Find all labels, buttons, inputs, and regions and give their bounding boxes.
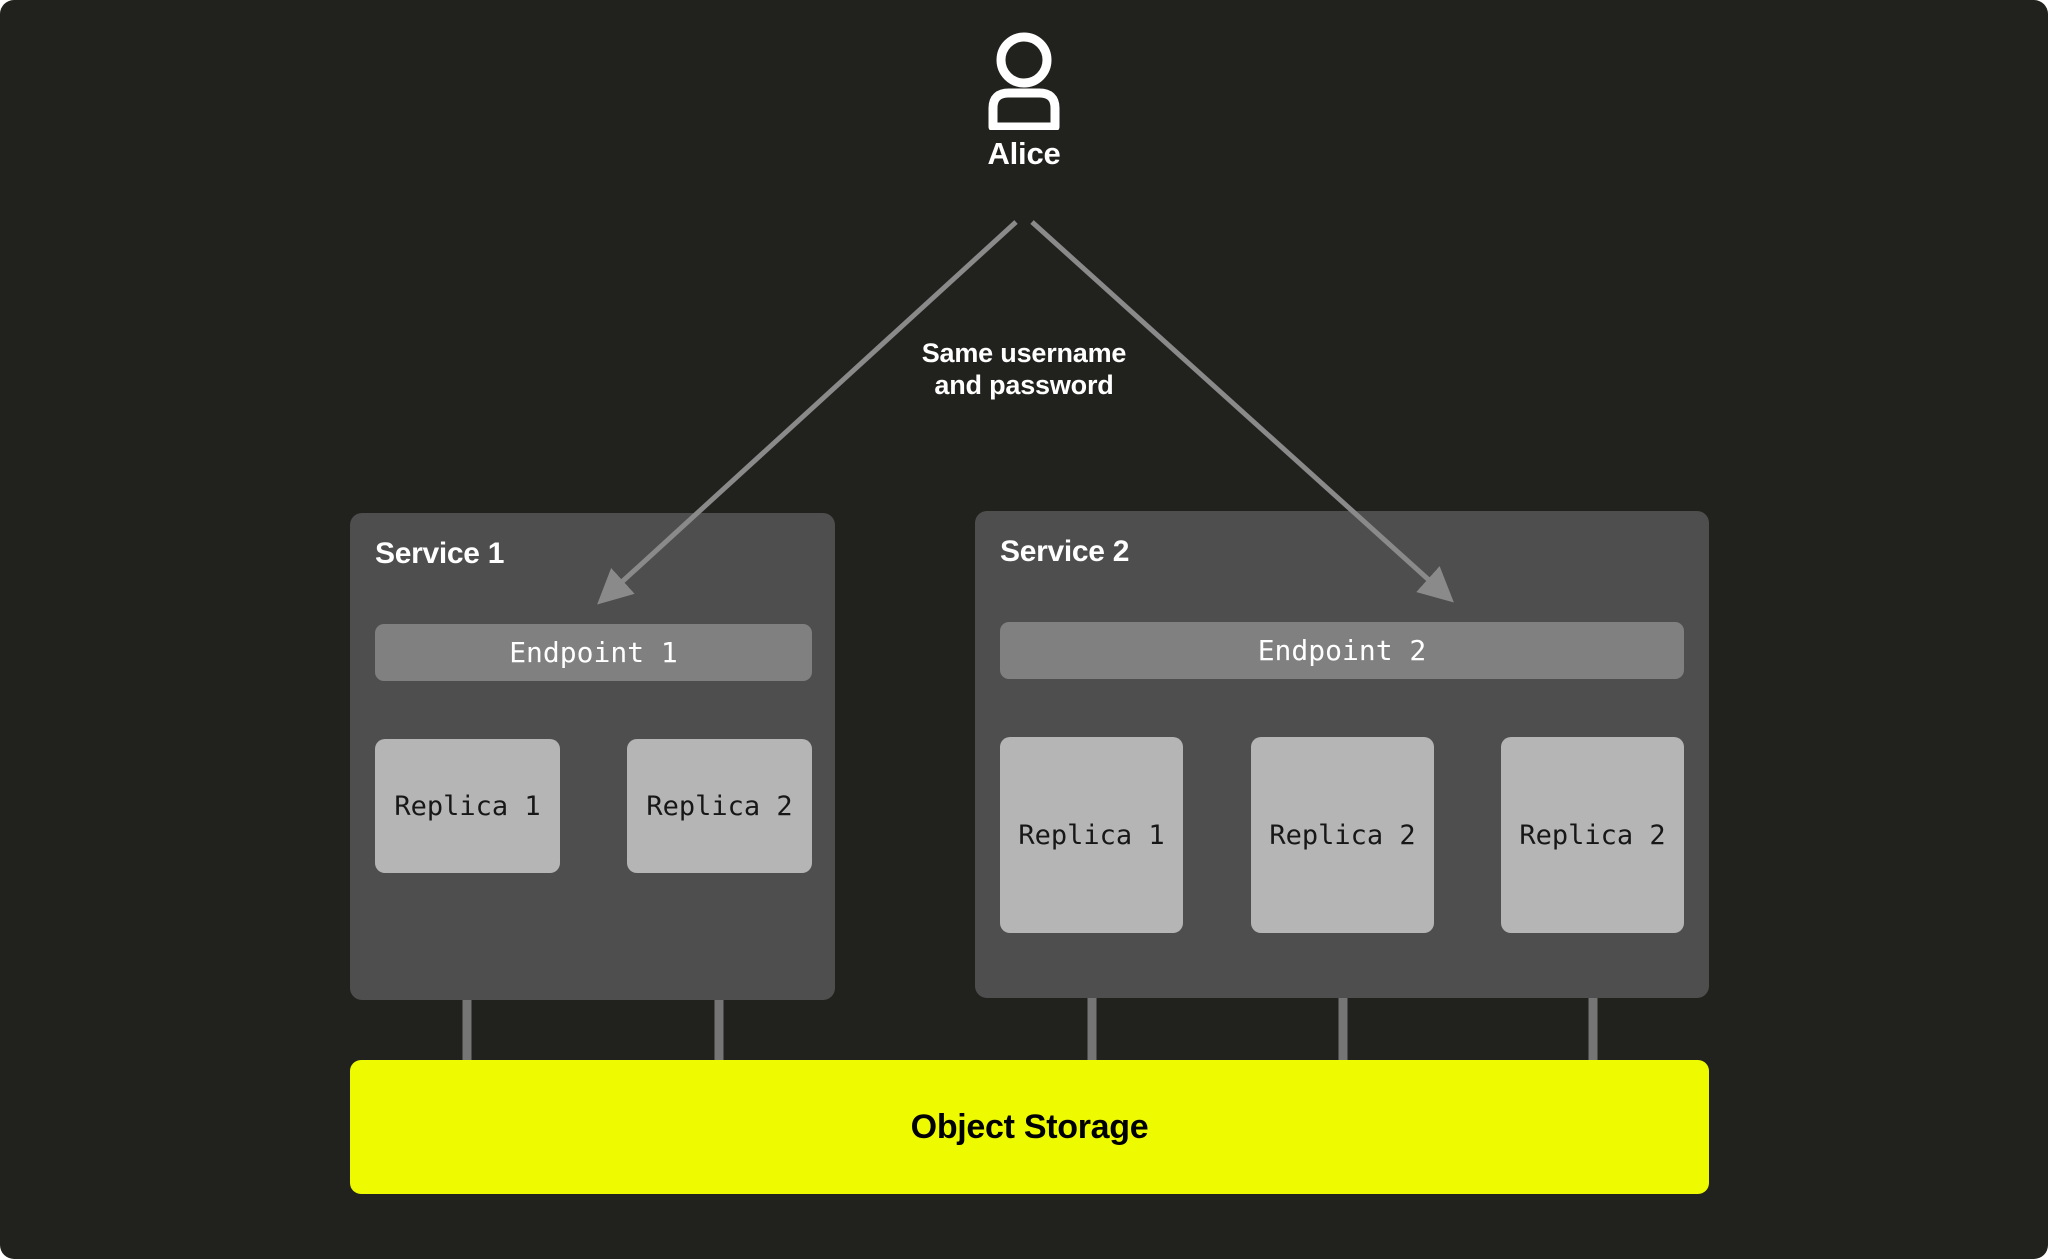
object-storage-label: Object Storage [910, 1107, 1149, 1146]
actor-label: Alice [987, 136, 1061, 171]
endpoint-1[interactable]: Endpoint 1 [375, 624, 812, 681]
replica-box[interactable]: Replica 1 [375, 739, 560, 873]
edge-annotation: Same username and password [784, 338, 1264, 402]
edge-annotation-line-1: Same username [921, 338, 1127, 368]
endpoint-2[interactable]: Endpoint 2 [1000, 622, 1684, 679]
user-icon [988, 32, 1060, 130]
object-storage-bar[interactable]: Object Storage [350, 1060, 1709, 1194]
service-panel-2[interactable]: Service 2 Endpoint 2 Replica 1 Replica 2… [975, 511, 1709, 998]
replica-box[interactable]: Replica 2 [627, 739, 812, 873]
replica-box[interactable]: Replica 2 [1501, 737, 1684, 933]
replica-box[interactable]: Replica 2 [1251, 737, 1434, 933]
service-title-2: Service 2 [1000, 535, 1130, 568]
service-title-1: Service 1 [375, 537, 505, 570]
replica-box[interactable]: Replica 1 [1000, 737, 1183, 933]
service-panel-1[interactable]: Service 1 Endpoint 1 Replica 1 Replica 2 [350, 513, 835, 1000]
edge-annotation-line-2: and password [934, 369, 1114, 400]
actor-alice: Alice [934, 30, 1114, 172]
